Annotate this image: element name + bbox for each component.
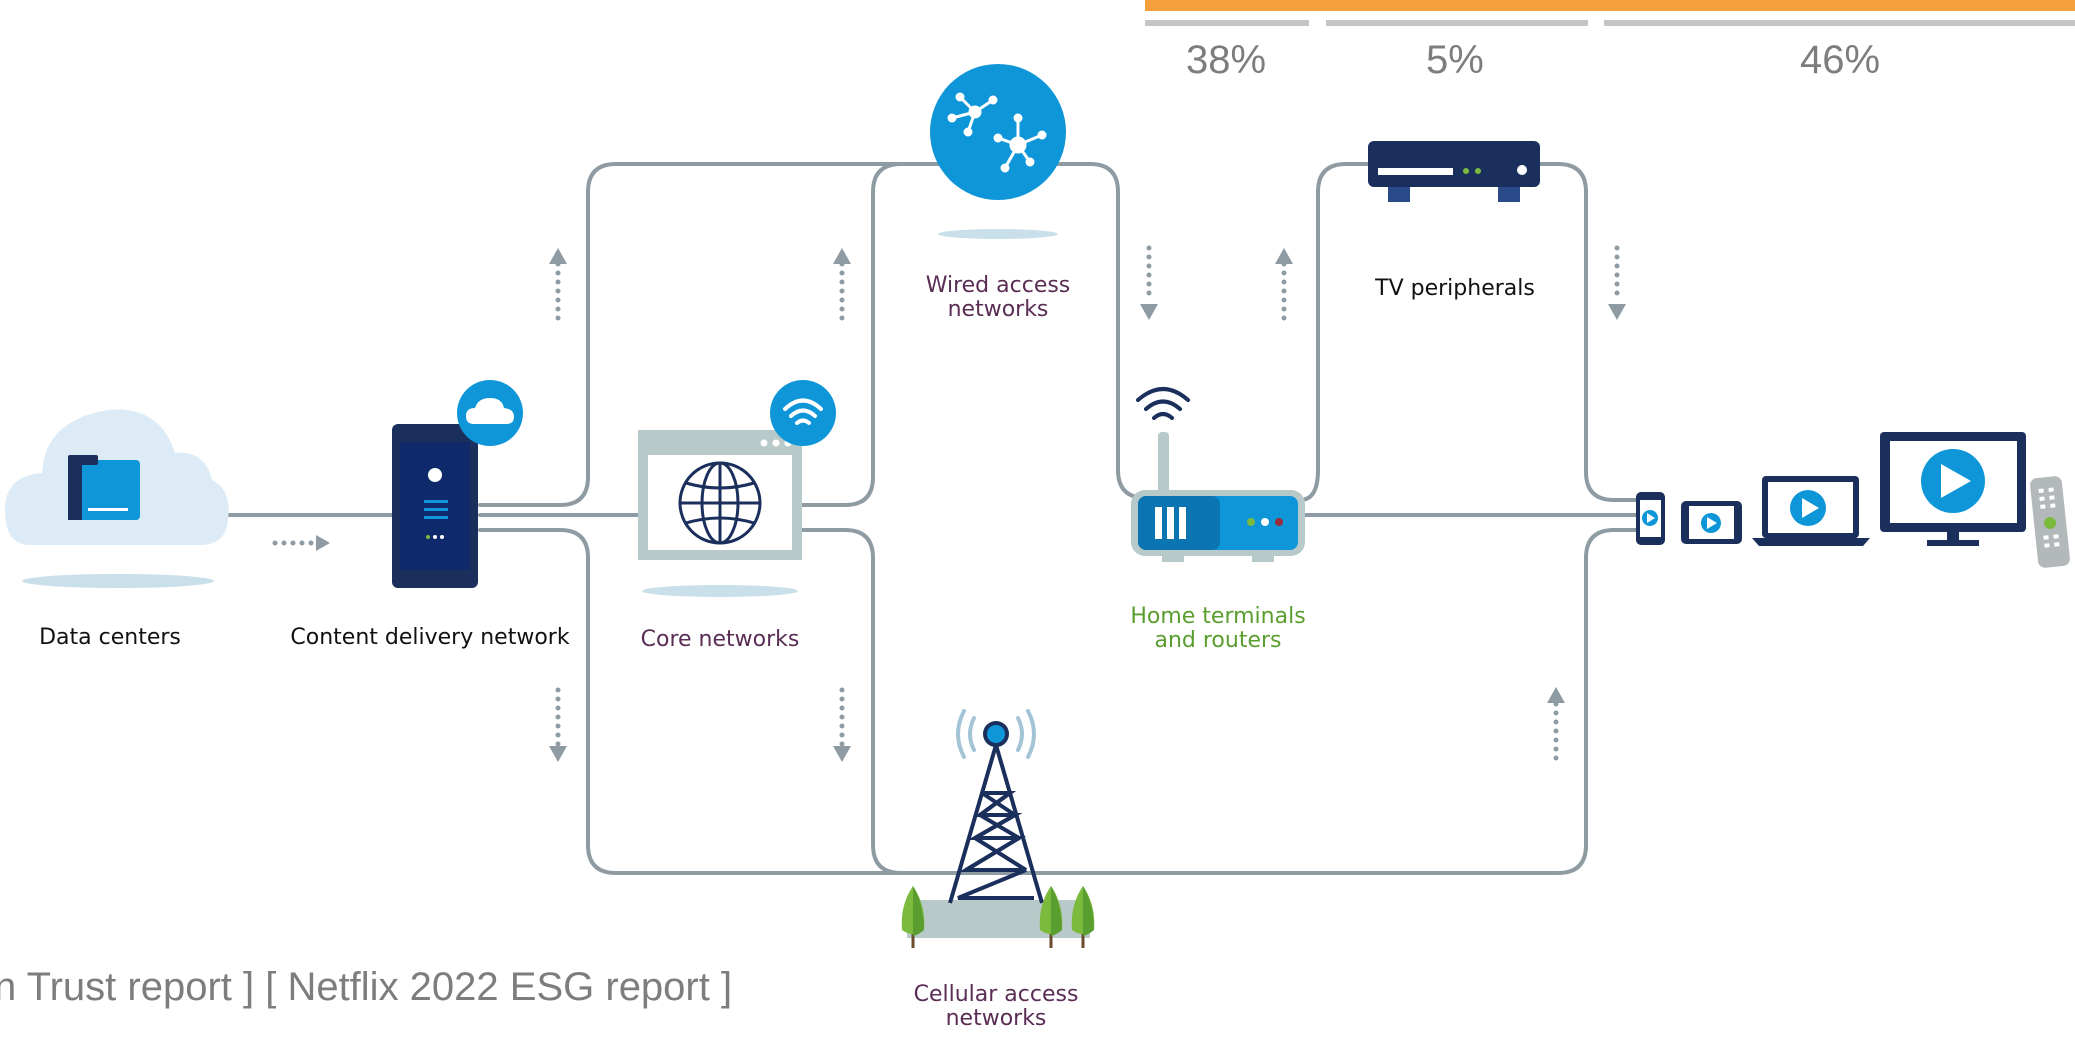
remote-control-icon: [2030, 476, 2070, 568]
tree-icons: [901, 886, 1095, 948]
tv-icon: [1880, 432, 2026, 546]
top-accent-bar: [1145, 0, 2075, 11]
percentage-label: 46%: [1800, 38, 1881, 82]
cell-tower-icon: [907, 709, 1090, 938]
cellular-access-label: Cellular access networks: [913, 982, 1079, 1032]
segment-bar-3: [1604, 20, 2075, 26]
wifi-badge-icon: [770, 380, 836, 446]
phone-icon: [1636, 492, 1665, 545]
source-citation: n Trust report ] [ Netflix 2022 ESG repo…: [0, 965, 733, 1009]
tv-peripherals-label: TV peripherals: [1375, 276, 1535, 301]
set-top-box-icon: [1368, 141, 1540, 202]
cdn-label: Content delivery network: [290, 625, 570, 650]
core-networks-label: Core networks: [640, 627, 800, 652]
cloud-folder-icon: [5, 409, 229, 588]
tablet-icon: [1681, 501, 1742, 544]
percentage-label: 38%: [1186, 38, 1267, 82]
router-icon: [1131, 387, 1305, 562]
arrow-heads: [316, 248, 1626, 762]
segment-bar-2: [1326, 20, 1588, 26]
globe-browser-icon: [638, 430, 802, 597]
data-centers-label: Data centers: [39, 625, 181, 650]
network-nodes-icon: [930, 64, 1066, 239]
flow-arrows: [272, 245, 1620, 761]
laptop-icon: [1752, 476, 1870, 546]
home-terminals-label: Home terminals and routers: [1130, 604, 1306, 654]
percentage-label: 5%: [1426, 38, 1484, 82]
connection-lines: [223, 162, 1642, 875]
segment-bar-1: [1145, 20, 1309, 26]
cloud-badge-icon: [457, 380, 523, 446]
server-icon: [392, 424, 478, 588]
wired-access-label: Wired access networks: [925, 273, 1071, 323]
